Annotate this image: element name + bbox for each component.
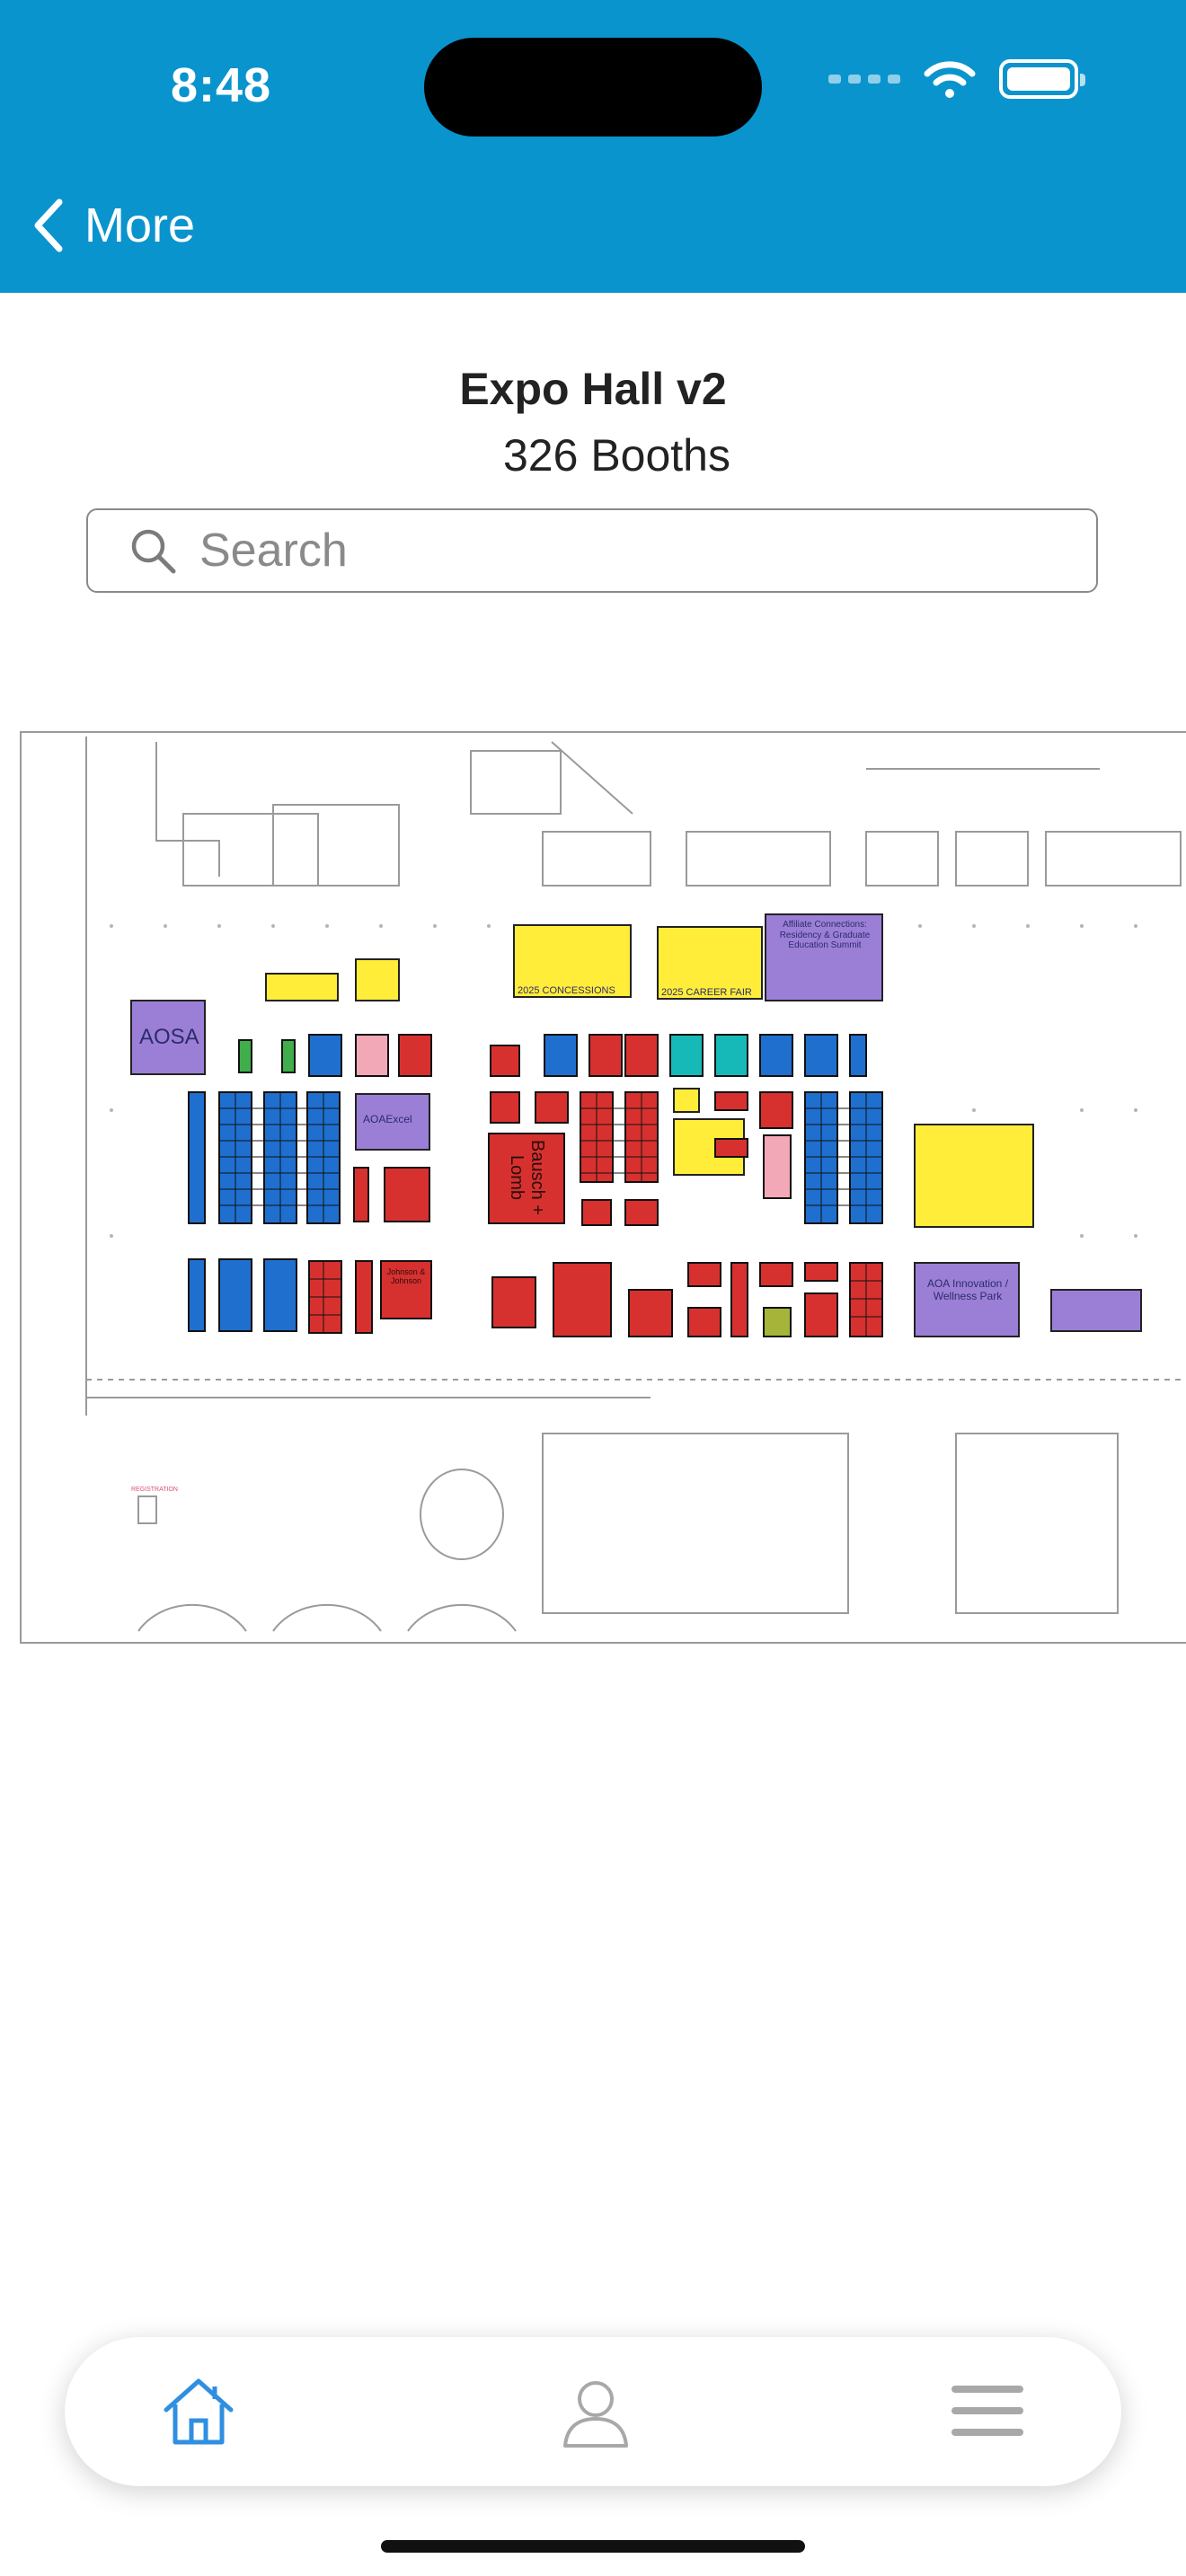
person-icon <box>563 2381 628 2448</box>
floor-map-drawing[interactable]: 2025 CONCESSIONS 2025 CAREER FAIR AOSA A… <box>22 733 1186 1644</box>
app-header: 8:48 More <box>0 0 1186 293</box>
booth-label-aoa-excel: AOAExcel <box>363 1113 412 1125</box>
status-time: 8:48 <box>171 58 272 112</box>
status-icons <box>828 59 1085 99</box>
red-booth-dividers <box>309 1092 882 1337</box>
tab-bar <box>65 2337 1121 2486</box>
tab-home[interactable] <box>158 2371 239 2452</box>
building-outline <box>85 737 1186 1632</box>
accent-booths[interactable] <box>238 1034 792 1337</box>
battery-icon <box>999 59 1085 99</box>
back-label: More <box>84 198 196 252</box>
booth-label-bausch: Bausch + Lomb <box>507 1140 547 1215</box>
menu-icon <box>951 2386 1023 2436</box>
booth-label-johnson: Johnson & Johnson <box>387 1268 426 1285</box>
booth-label-aosa: AOSA <box>139 1025 199 1049</box>
yellow-booths[interactable] <box>265 924 1034 1228</box>
back-button[interactable]: More <box>31 198 195 253</box>
home-icon <box>164 2378 234 2445</box>
floor-map[interactable]: 2025 CONCESSIONS 2025 CAREER FAIR AOSA A… <box>20 731 1186 1644</box>
booth-label-aoa-wellness: AOA Innovation / Wellness Park <box>927 1277 1008 1302</box>
booth-label-concessions: 2025 CONCESSIONS <box>518 985 615 996</box>
purple-booths[interactable] <box>130 913 1142 1337</box>
search-icon <box>131 529 176 574</box>
red-booths[interactable] <box>308 1034 883 1337</box>
wifi-icon <box>924 61 976 98</box>
booth-label-affiliate: Affiliate Connections: Residency & Gradu… <box>780 920 871 950</box>
grid-dots <box>110 924 1137 1238</box>
blue-booth-dividers <box>219 1092 882 1223</box>
booth-label-career-fair: 2025 CAREER FAIR <box>661 987 752 998</box>
home-indicator <box>381 2540 805 2553</box>
page-title: Expo Hall v2 <box>459 364 727 414</box>
tab-profile[interactable] <box>555 2371 636 2452</box>
signal-icon <box>828 75 900 84</box>
tab-menu[interactable] <box>947 2371 1028 2452</box>
search-bar[interactable] <box>86 508 1098 593</box>
booth-count: 326 Booths <box>503 430 730 481</box>
registration-label: REGISTRATION <box>131 1486 178 1493</box>
search-input[interactable] <box>198 523 1010 578</box>
dynamic-island <box>424 38 762 137</box>
chevron-left-icon <box>34 198 63 252</box>
